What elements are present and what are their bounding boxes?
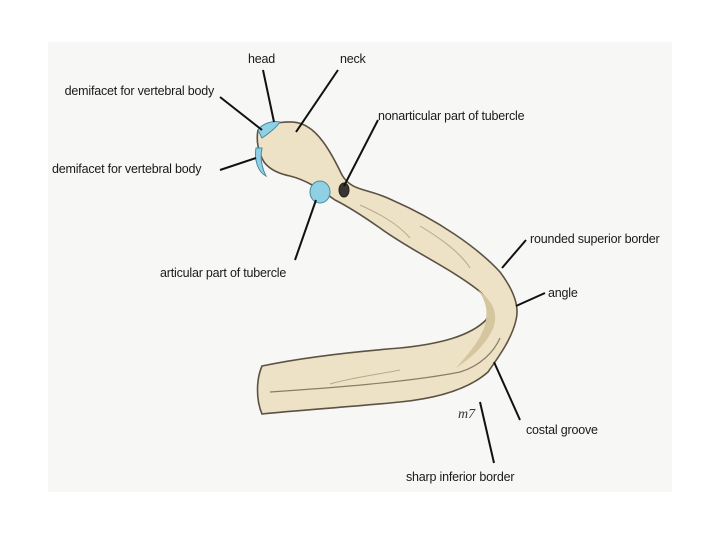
leader-neck	[295, 69, 339, 133]
label-head: head	[248, 52, 276, 66]
demifacet-upper-shape	[257, 121, 281, 139]
label-demifacet-lower: demifacet for vertebral body	[52, 162, 202, 176]
label-demifacet-upper: demifacet for vertebral body	[64, 84, 215, 98]
leader-lines	[219, 69, 546, 464]
costal-groove-line	[269, 337, 501, 393]
articular-tubercle-shape	[309, 180, 331, 204]
label-rounded-superior-border: rounded superior border	[530, 232, 660, 246]
label-articular-tubercle: articular part of tubercle	[160, 266, 287, 280]
leader-articular	[294, 199, 317, 261]
rib-texture	[329, 204, 471, 385]
leader-demifacet-upper	[219, 96, 263, 131]
nonarticular-tubercle-shape	[338, 182, 350, 198]
leader-head	[262, 69, 275, 123]
label-costal-groove: costal groove	[526, 423, 598, 437]
label-angle: angle	[548, 286, 578, 300]
leader-demifacet-lower	[219, 157, 257, 171]
leader-sharp-inferior	[479, 401, 495, 464]
leader-nonarticular	[343, 119, 379, 187]
leader-costal-groove	[493, 361, 521, 421]
artist-signature: m7	[458, 407, 476, 422]
label-neck: neck	[340, 52, 366, 66]
rib-shadow	[456, 290, 496, 368]
leader-angle	[515, 292, 546, 307]
leader-rounded-superior	[501, 239, 527, 269]
label-nonarticular-tubercle: nonarticular part of tubercle	[378, 109, 525, 123]
figure-panel	[48, 42, 672, 492]
label-sharp-inferior-border: sharp inferior border	[406, 470, 515, 484]
rib-illustration	[256, 121, 518, 415]
